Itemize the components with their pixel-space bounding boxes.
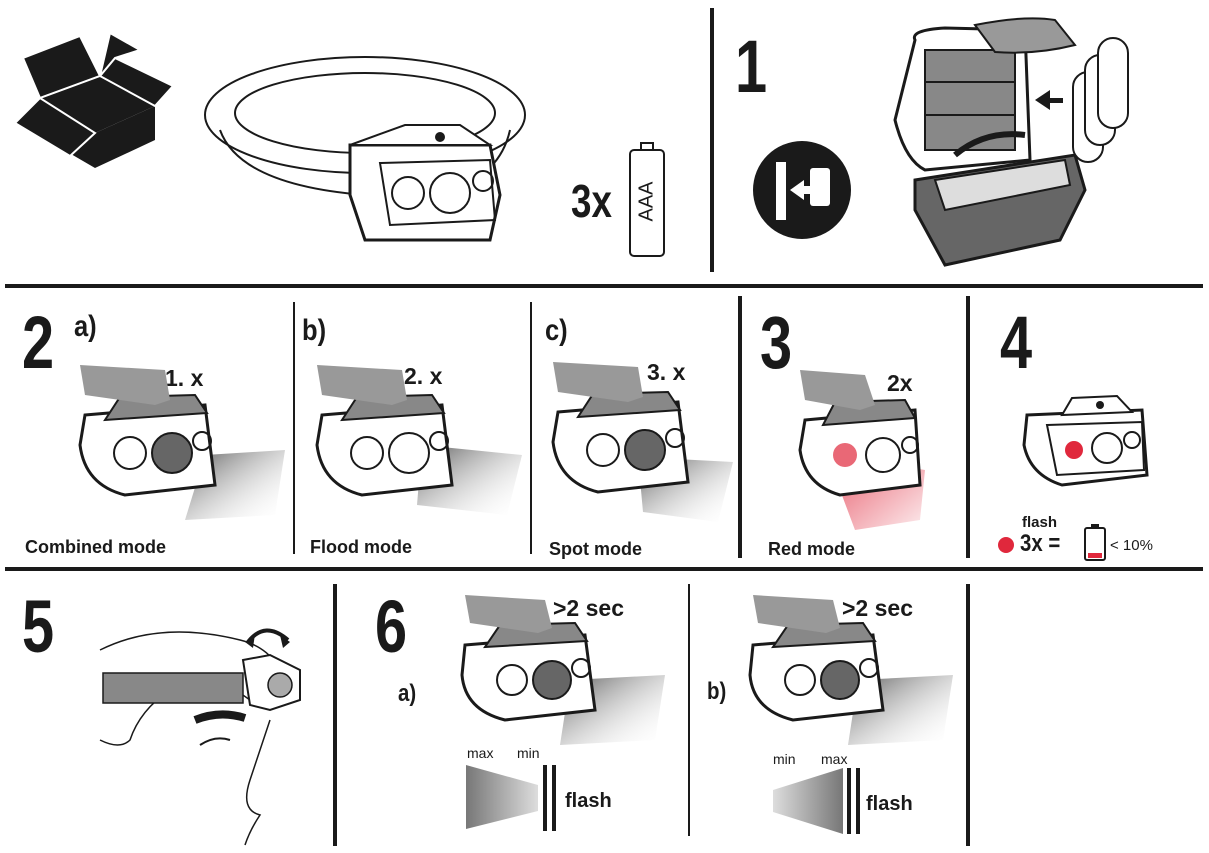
battery-count: 3x (571, 175, 612, 227)
step2a-mode-label: Combined mode (25, 537, 167, 557)
battery-label: AAA (635, 181, 658, 222)
step6b-left-label: min (773, 751, 796, 767)
step-number-4: 4 (1000, 301, 1033, 384)
step6a-left-label: max (467, 745, 494, 761)
divider-6b-end (966, 584, 970, 846)
step4-flash-word: flash (1022, 514, 1058, 531)
max-to-min-gradient-bar (466, 765, 556, 831)
step6a-letter: a) (398, 680, 417, 707)
step6a-flash-label: flash (565, 790, 612, 812)
divider-2b-2c (530, 302, 532, 554)
step2b-letter: b) (302, 314, 327, 347)
aaa-battery-icon (629, 142, 665, 257)
divider-2a-2b (293, 302, 295, 554)
step6a-press-duration: >2 sec (553, 595, 624, 621)
headlamp-low-battery-illustration (1022, 394, 1149, 487)
step-number-5: 5 (22, 585, 55, 668)
step-number-3: 3 (760, 301, 793, 384)
step3-mode-label: Red mode (768, 539, 856, 559)
headlamp-dimming-illustration-a (460, 595, 665, 745)
step2a-letter: a) (74, 310, 97, 343)
step3-press-count: 2x (887, 370, 913, 396)
headlamp-flood-mode-illustration (315, 365, 522, 515)
divider-2c-3 (738, 296, 742, 558)
step2c-mode-label: Spot mode (549, 539, 642, 559)
step6a-right-label: min (517, 745, 540, 761)
head-wearing-headlamp-illustration (99, 628, 301, 846)
step-number-6: 6 (375, 585, 408, 668)
red-dot-icon (998, 537, 1014, 553)
step-number-1: 1 (735, 25, 768, 108)
headlamp-with-band-illustration (204, 56, 526, 242)
headlamp-spot-mode-illustration (551, 362, 733, 522)
battery-compartment-illustration (893, 17, 1129, 267)
step2c-letter: c) (545, 314, 568, 347)
divider-row1 (5, 284, 1203, 288)
step2b-press-count: 2. x (404, 363, 443, 389)
step6b-press-duration: >2 sec (842, 595, 913, 621)
divider-3-4 (966, 296, 970, 558)
open-box-icon (13, 31, 175, 168)
step-number-2: 2 (22, 301, 55, 384)
step2c-press-count: 3. x (647, 359, 686, 385)
divider-row2 (5, 567, 1203, 571)
headlamp-dimming-illustration-b (748, 595, 953, 745)
battery-insert-icon (753, 141, 851, 239)
step4-flash-count: 3x = (1020, 530, 1061, 557)
step2b-mode-label: Flood mode (310, 537, 412, 557)
divider-top (710, 8, 714, 272)
step4-battery-level: < 10% (1110, 537, 1153, 554)
divider-5-6 (333, 584, 337, 846)
min-to-max-gradient-bar (773, 768, 860, 834)
step6b-letter: b) (707, 678, 727, 705)
headlamp-combined-mode-illustration (78, 365, 285, 520)
step6b-flash-label: flash (866, 793, 913, 815)
headlamp-red-mode-illustration (798, 370, 925, 530)
step6b-right-label: max (821, 751, 848, 767)
step2a-press-count: 1. x (165, 365, 204, 391)
divider-6a-6b (688, 584, 690, 836)
low-battery-icon (1084, 524, 1106, 561)
